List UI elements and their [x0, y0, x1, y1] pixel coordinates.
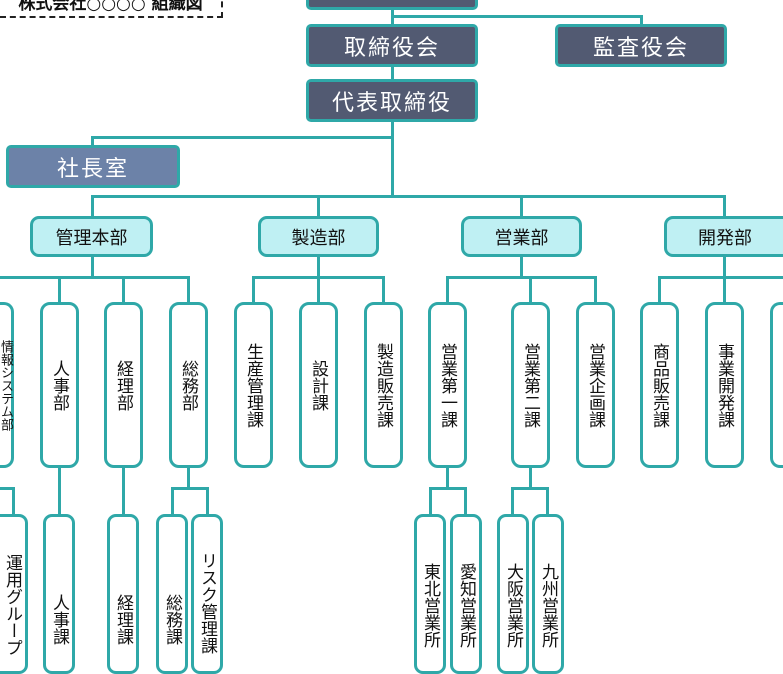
- president-office-box: 社長室: [6, 145, 180, 188]
- board-of-directors-box: 取締役会: [306, 24, 478, 67]
- ceo-box: 代表取締役: [306, 79, 478, 122]
- unit-box: 愛知営業所: [450, 514, 482, 674]
- section-box: 商品販売課: [640, 302, 679, 468]
- section-box: 営業企画課: [576, 302, 615, 468]
- section-box: 事業開発課: [705, 302, 744, 468]
- dept-administration: 管理本部: [30, 216, 153, 257]
- unit-box: 九州営業所: [532, 514, 564, 674]
- unit-box: 大阪営業所: [497, 514, 529, 674]
- unit-box: 経理課: [107, 514, 139, 674]
- unit-box: 人事課: [43, 514, 75, 674]
- dept-manufacturing: 製造部: [258, 216, 379, 257]
- section-box: 生産管理課: [234, 302, 273, 468]
- section-box: 営業第二課: [511, 302, 550, 468]
- section-box: [770, 302, 783, 468]
- unit-box: 総務課: [156, 514, 188, 674]
- shareholders-meeting-box: 株主総会: [306, 0, 478, 10]
- section-box: 経理部: [104, 302, 143, 468]
- section-box: 情報システム部: [0, 302, 14, 468]
- section-box: 設計課: [299, 302, 338, 468]
- unit-box: リスク管理課: [191, 514, 223, 674]
- chart-title: 株式会社○○○○ 組織図: [0, 0, 223, 18]
- dept-development: 開発部: [664, 216, 783, 257]
- section-box: 製造販売課: [364, 302, 403, 468]
- section-box: 営業第一課: [428, 302, 467, 468]
- dept-sales: 営業部: [461, 216, 582, 257]
- board-of-auditors-box: 監査役会: [555, 24, 727, 67]
- unit-box: 運用グループ: [0, 514, 28, 674]
- section-box: 人事部: [40, 302, 79, 468]
- section-box: 総務部: [169, 302, 208, 468]
- unit-box: 東北営業所: [414, 514, 446, 674]
